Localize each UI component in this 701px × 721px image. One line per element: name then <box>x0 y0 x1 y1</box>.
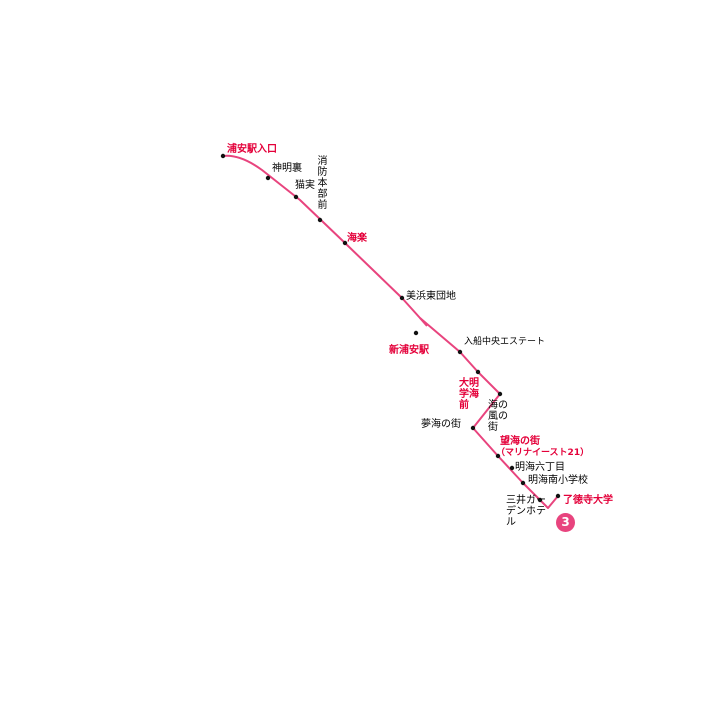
stop-label-urayasu-iriguchi: 浦安駅入口 <box>227 144 277 155</box>
route-stops <box>220 153 561 503</box>
stop-label-irifune-chuo: 入船中央エステート <box>464 337 546 347</box>
stop-label-yume-umi: 夢海の街 <box>421 419 461 430</box>
station-spur-line <box>419 317 428 327</box>
stop-dot-bokai-no-machi <box>495 453 501 459</box>
stop-dot-meikai-6 <box>509 465 515 471</box>
stop-label-umi-no-kaze: 海の風の街 <box>488 400 508 433</box>
stop-dot-shinmeiura <box>265 175 271 181</box>
stop-dot-umi-no-kaze <box>497 391 503 397</box>
stop-dot-meikai-minami <box>520 480 526 486</box>
stop-dot-yume-umi <box>470 425 476 431</box>
stop-label-bokai-sub: （マリナイースト21） <box>496 448 590 458</box>
stop-dot-shin-urayasu <box>413 330 419 336</box>
stop-label-daimei-gakkai: 大明学海前 <box>459 378 479 411</box>
stop-label-meikai-6: 明海六丁目 <box>515 462 565 473</box>
stop-label-meikai-minami: 明海南小学校 <box>528 475 588 486</box>
stop-label-mitsui-garden: 三井ガーデンホテル <box>506 495 546 528</box>
stop-label-mihama-higashi: 美浜東団地 <box>406 291 456 302</box>
stop-dot-urayasu-iriguchi <box>220 153 226 159</box>
stop-dot-kairaku <box>342 240 348 246</box>
stop-dot-shobo-honbu <box>317 217 323 223</box>
stop-label-bokai-no-machi: 望海の街 <box>500 436 540 447</box>
stop-dot-mitsui-garden <box>537 497 543 503</box>
stop-dot-daimei-gakkai <box>475 369 481 375</box>
stop-label-shinmeiura: 神明裏 <box>272 163 302 174</box>
stop-label-ryotokuji: 了徳寺大学 <box>563 495 613 506</box>
stop-dot-mihama-higashi <box>399 295 405 301</box>
stop-label-shobo-honbu: 消防本部前 <box>317 156 328 211</box>
stop-label-shin-urayasu: 新浦安駅 <box>389 345 429 356</box>
stop-dot-nekozane <box>293 194 299 200</box>
route-lines <box>222 154 559 509</box>
stop-label-nekozane: 猫実 <box>295 180 315 191</box>
stop-label-kairaku: 海楽 <box>347 233 367 244</box>
route-number-badge: 3 <box>556 513 575 532</box>
stop-dot-ryotokuji <box>555 493 561 499</box>
stop-dot-irifune-chuo <box>457 349 463 355</box>
main-route-line <box>222 154 559 509</box>
